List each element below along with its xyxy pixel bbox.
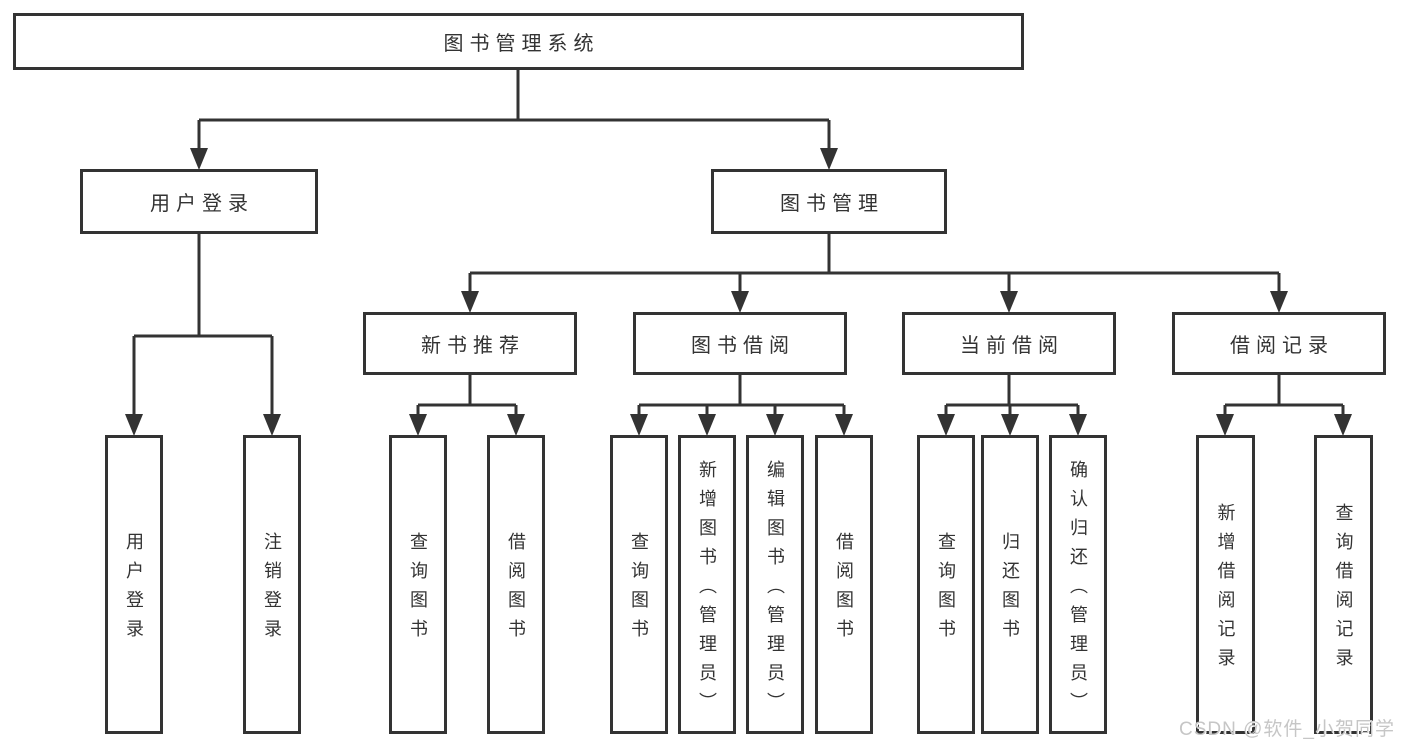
node-label: 图书管理系统 xyxy=(443,33,600,55)
leaf-label: 借阅图书 xyxy=(506,532,526,648)
leaf-label: 借阅图书 xyxy=(834,532,854,648)
leaf-label: 确认归还（管理员） xyxy=(1068,459,1088,721)
leaf-query-books-borrow: 查询图书 xyxy=(610,435,668,734)
leaf-label: 查询图书 xyxy=(936,532,956,648)
node-label: 图书借阅 xyxy=(691,335,795,357)
leaf-label: 编辑图书（管理员） xyxy=(765,459,785,721)
leaf-label: 用户登录 xyxy=(124,532,144,648)
leaf-confirm-return-admin: 确认归还（管理员） xyxy=(1049,435,1107,734)
leaf-label: 归还图书 xyxy=(1000,532,1020,648)
leaf-add-borrow-record: 新增借阅记录 xyxy=(1196,435,1255,734)
leaf-borrow-books: 借阅图书 xyxy=(815,435,873,734)
leaf-label: 查询图书 xyxy=(408,532,428,648)
leaf-label: 查询借阅记录 xyxy=(1333,503,1354,677)
leaf-user-login: 用户登录 xyxy=(105,435,163,734)
node-user-login: 用户登录 xyxy=(80,169,318,234)
leaf-query-books-recommend: 查询图书 xyxy=(389,435,447,734)
node-new-book-recommendation: 新书推荐 xyxy=(363,312,577,375)
node-book-management: 图书管理 xyxy=(711,169,947,234)
leaf-return-books: 归还图书 xyxy=(981,435,1039,734)
leaf-label: 新增借阅记录 xyxy=(1215,503,1236,677)
node-label: 用户登录 xyxy=(150,193,254,215)
leaf-edit-books-admin: 编辑图书（管理员） xyxy=(746,435,804,734)
csdn-watermark: CSDN @软件_小贺同学 xyxy=(1179,719,1395,740)
leaf-query-borrow-record: 查询借阅记录 xyxy=(1314,435,1373,734)
leaf-borrow-books-recommend: 借阅图书 xyxy=(487,435,545,734)
leaf-label: 新增图书（管理员） xyxy=(697,459,717,721)
node-label: 当前借阅 xyxy=(960,335,1064,357)
node-library-system: 图书管理系统 xyxy=(13,13,1024,70)
leaf-add-books-admin: 新增图书（管理员） xyxy=(678,435,736,734)
leaf-label: 注销登录 xyxy=(262,532,282,648)
node-current-borrowing: 当前借阅 xyxy=(902,312,1116,375)
node-book-borrowing: 图书借阅 xyxy=(633,312,847,375)
node-label: 借阅记录 xyxy=(1230,335,1334,357)
node-label: 图书管理 xyxy=(780,193,884,215)
leaf-query-books-current: 查询图书 xyxy=(917,435,975,734)
arrowheads xyxy=(125,148,1352,436)
node-label: 新书推荐 xyxy=(421,335,525,357)
leaf-logout: 注销登录 xyxy=(243,435,301,734)
node-borrowing-records: 借阅记录 xyxy=(1172,312,1386,375)
leaf-label: 查询图书 xyxy=(629,532,649,648)
